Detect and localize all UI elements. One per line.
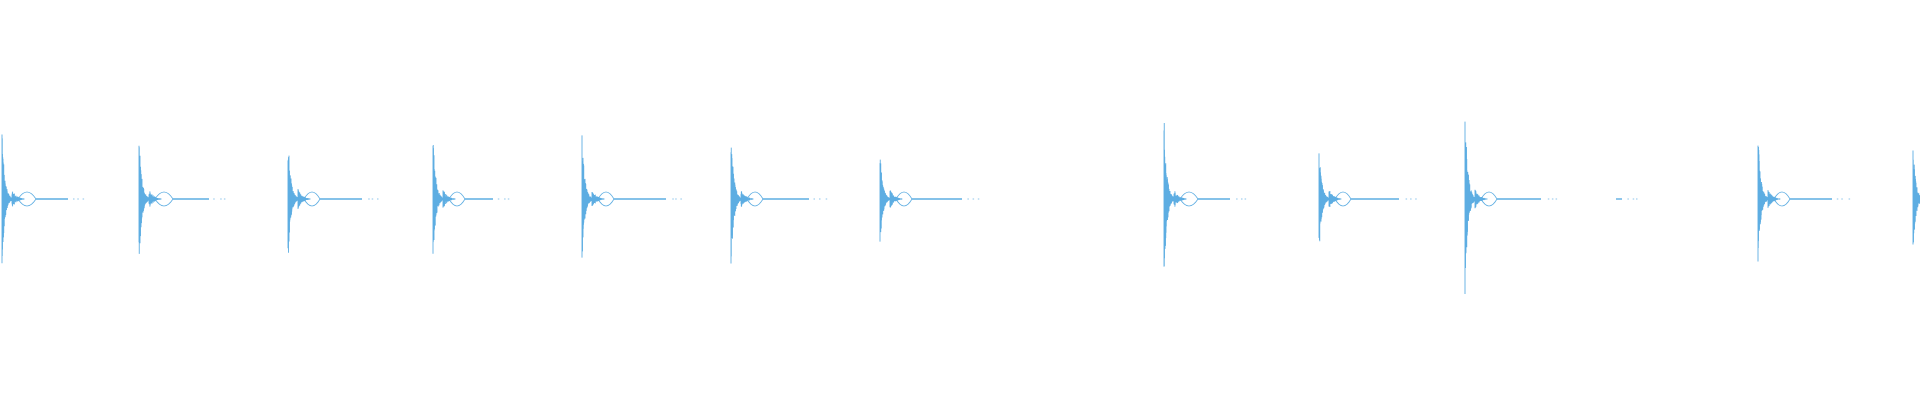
waveform-burst [1318,153,1417,242]
waveform-transient [1912,150,1920,245]
waveform-transient [1464,121,1488,294]
waveform-burst [730,147,828,264]
waveform-burst [1,134,85,264]
waveform-burst [581,135,682,258]
waveform-transient [432,145,456,254]
waveform-burst [879,159,980,242]
waveform-transient [879,159,903,242]
waveform-burst [287,155,379,253]
waveform-burst [432,145,510,254]
waveform-burst [138,145,226,254]
waveform-transient [138,145,162,254]
waveform-transient [287,155,311,253]
waveform-transient [730,147,754,264]
waveform-transient [1757,145,1781,262]
waveform-transient [581,135,605,258]
waveform-transient [1318,153,1342,242]
waveform-burst [1757,145,1851,262]
waveform-transient [1,134,25,264]
waveform-burst [1912,150,1920,245]
waveform-transient [1163,122,1187,267]
waveform-burst [1163,122,1247,267]
waveform-burst [1464,121,1558,294]
